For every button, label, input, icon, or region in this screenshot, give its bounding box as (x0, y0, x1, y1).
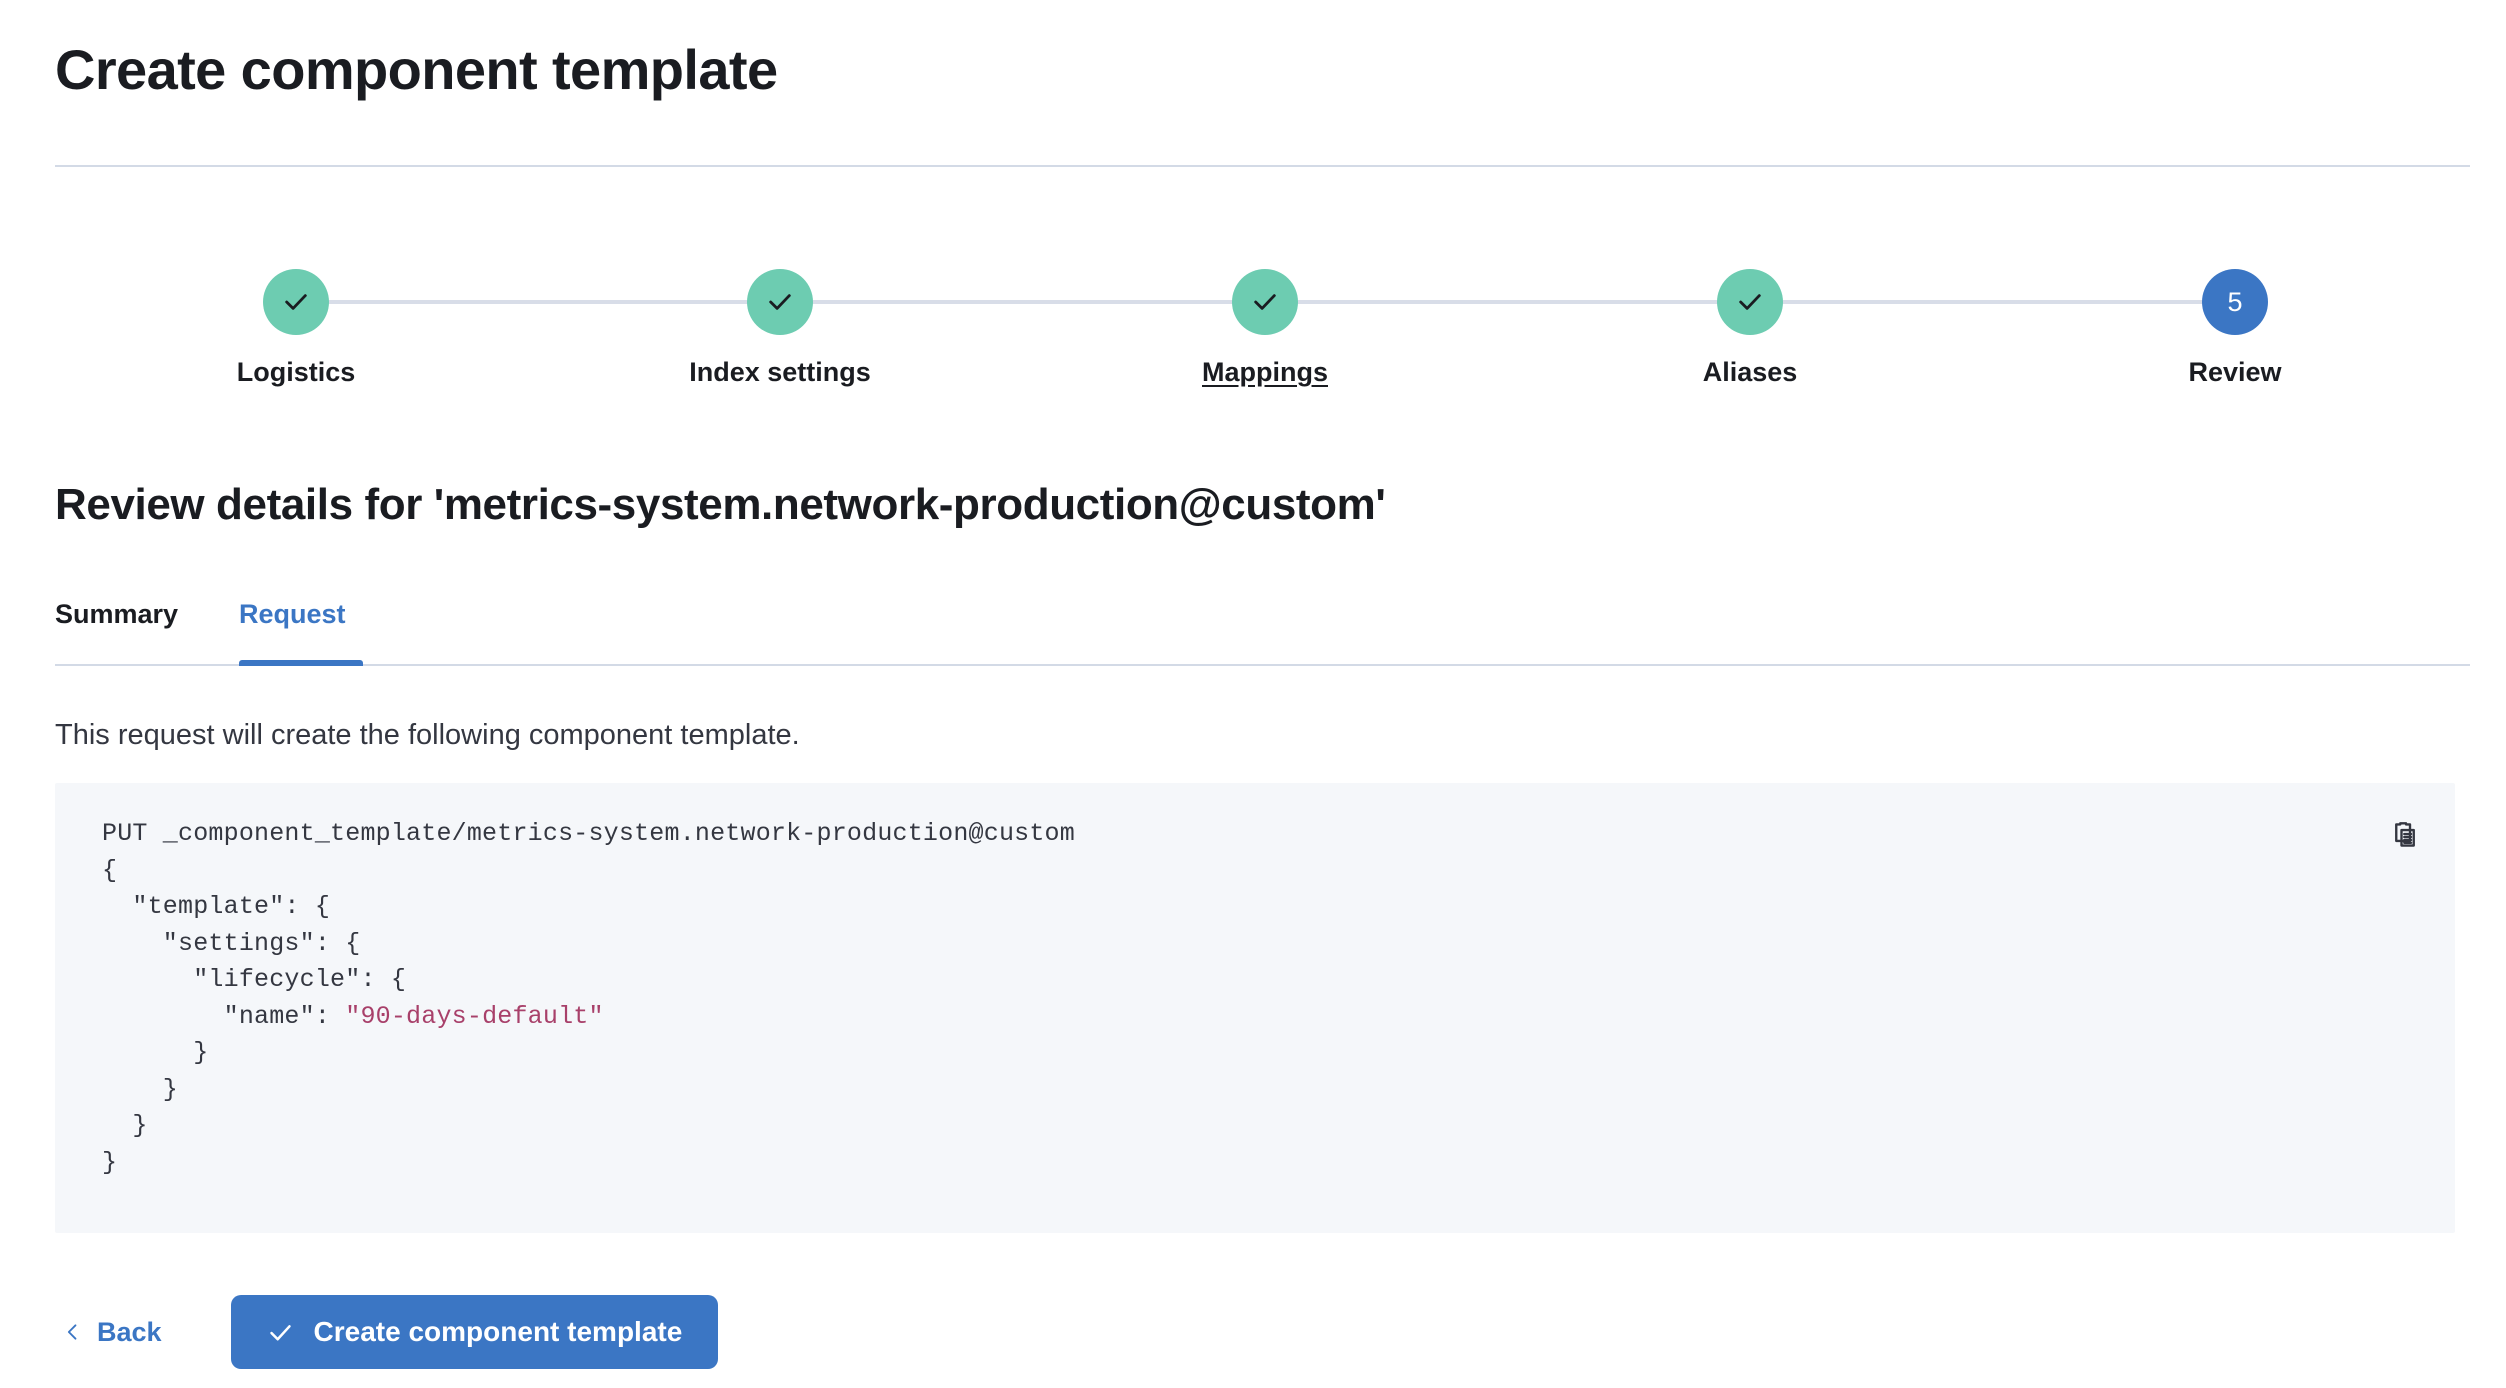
step-label: Aliases (1702, 357, 1798, 387)
create-component-template-button-label: Create component template (313, 1316, 683, 1347)
step-label: Index settings (689, 357, 871, 387)
step-status-check-icon (263, 269, 329, 335)
back-button[interactable]: Back (55, 1316, 170, 1348)
step-index-settings[interactable]: Index settings (630, 260, 930, 388)
code-line-2: { (102, 855, 118, 885)
code-line-4: "settings": { (102, 928, 361, 958)
step-status-check-icon (1232, 269, 1298, 335)
step-status-check-icon (1717, 269, 1783, 335)
code-line-5: "lifecycle": { (102, 965, 407, 994)
code-line-10: } (102, 1147, 118, 1177)
code-line-8: } (102, 1074, 179, 1104)
code-line-1: PUT _component_template/metrics-system.n… (102, 819, 1075, 848)
step-label[interactable]: Mappings (1202, 357, 1328, 387)
chevron-left-icon (63, 1322, 83, 1342)
request-description: This request will create the following c… (55, 719, 800, 751)
back-button-label: Back (97, 1317, 162, 1347)
tabs-baseline (55, 664, 2470, 666)
step-number: 5 (2227, 286, 2243, 317)
step-mappings[interactable]: Mappings (1115, 260, 1415, 388)
code-line-9: } (102, 1111, 148, 1140)
step-number-badge: 5 (2202, 269, 2268, 335)
request-code-block: PUT _component_template/metrics-system.n… (55, 783, 2455, 1233)
header-divider (55, 165, 2470, 167)
copy-icon[interactable] (2382, 812, 2428, 858)
review-tabs: Summary Request (55, 598, 2470, 666)
tab-summary[interactable]: Summary (55, 598, 178, 666)
code-line-6-value: "90-days-default" (345, 1001, 604, 1031)
step-review[interactable]: 5 Review (2085, 260, 2385, 388)
code-line-3: "template": { (102, 892, 331, 921)
code-line-7: } (102, 1038, 209, 1067)
page-title: Create component template (55, 38, 778, 101)
request-code-text: PUT _component_template/metrics-system.n… (102, 816, 1075, 1181)
review-section-title: Review details for 'metrics-system.netwo… (55, 480, 1386, 529)
wizard-footer-actions: Back Create component template (55, 1295, 719, 1369)
code-line-6-key: "name": (102, 1001, 346, 1031)
step-aliases[interactable]: Aliases (1600, 260, 1900, 388)
step-logistics[interactable]: Logistics (146, 260, 446, 388)
step-label: Logistics (236, 357, 356, 387)
step-status-check-icon (747, 269, 813, 335)
step-label: Review (2188, 357, 2282, 387)
create-component-template-button[interactable]: Create component template (230, 1295, 719, 1369)
tab-request[interactable]: Request (239, 598, 363, 666)
check-icon (267, 1319, 294, 1346)
wizard-stepper: Logistics Index settings Mappings Aliase… (0, 260, 2506, 388)
